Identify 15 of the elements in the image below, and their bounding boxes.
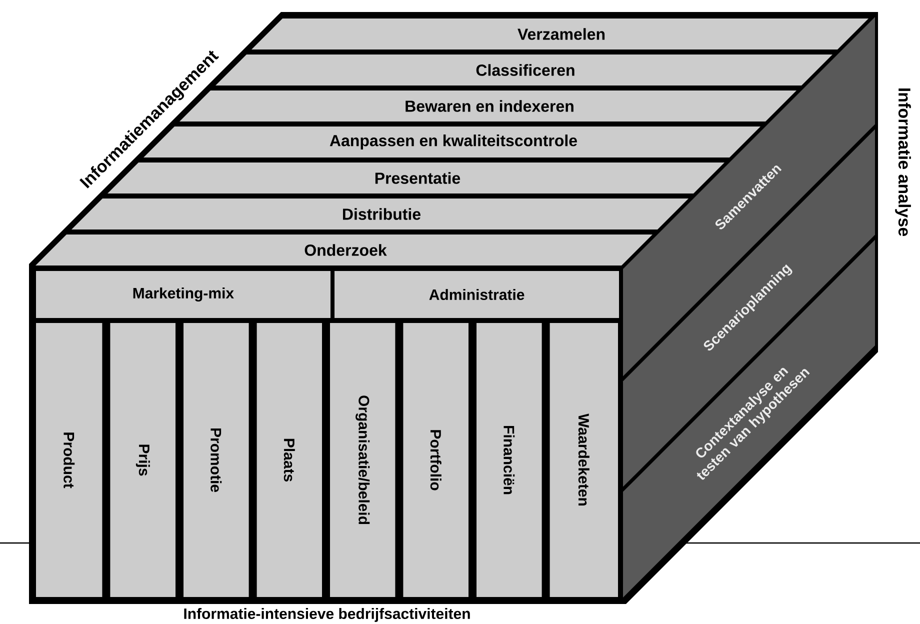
- column-bar: Promotie: [184, 323, 249, 597]
- column-bar: Plaats: [256, 323, 322, 597]
- layer-strip: Verzamelen: [252, 18, 868, 50]
- axis-label: Informatie analyse: [895, 88, 911, 236]
- header-cell: Marketing-mix: [36, 271, 330, 318]
- column-bar: Portfolio: [403, 323, 468, 597]
- header-cell: Administratie: [334, 271, 619, 318]
- axis-label: Informatie-intensieve bedrijfsactiviteiten: [184, 608, 470, 622]
- layer-strip: Onderzoek: [36, 234, 652, 266]
- layer-strip: Distributie: [72, 198, 688, 230]
- column-bar: Product: [36, 323, 102, 597]
- column-bar: Waardeketen: [550, 323, 618, 597]
- column-bar: Financiën: [476, 323, 542, 597]
- column-bar: Prijs: [110, 323, 176, 597]
- column-bar: Organisatie/beleid: [330, 323, 396, 597]
